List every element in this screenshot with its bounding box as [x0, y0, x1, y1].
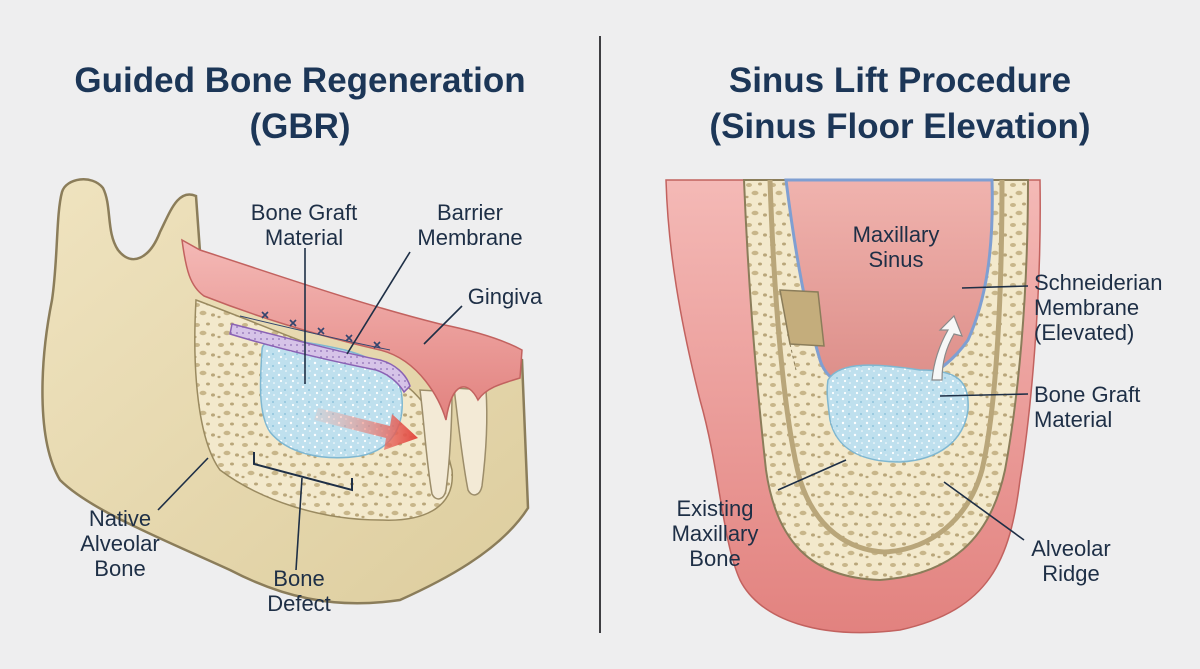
label-gbr-gingiva: Gingiva — [467, 284, 543, 309]
label-sinus-schneiderian-membrane: Schneiderian Membrane (Elevated) — [1034, 270, 1163, 345]
label-sinus-maxillary-sinus: Maxillary Sinus — [852, 222, 940, 272]
label-sinus-bone-graft-material: Bone Graft Material — [1034, 382, 1141, 432]
gbr-title: Guided Bone Regeneration (GBR) — [20, 58, 580, 150]
gbr-illustration — [41, 178, 530, 605]
sinus-title-line-2: (Sinus Floor Elevation) — [709, 107, 1091, 146]
sinus-elevation-arrow — [931, 314, 963, 381]
label-sinus-existing-maxillary-bone: Existing Maxillary Bone — [671, 496, 759, 571]
label-gbr-native-alveolar-bone: Native Alveolar Bone — [80, 506, 160, 581]
label-gbr-bone-defect: Bone Defect — [267, 566, 331, 616]
gbr-title-line-2: (GBR) — [249, 107, 351, 146]
gbr-title-line-1: Guided Bone Regeneration — [74, 61, 526, 100]
gbr-sutures — [239, 311, 391, 351]
sinus-title-line-1: Sinus Lift Procedure — [728, 61, 1072, 100]
sinus-illustration — [665, 178, 1041, 634]
sinus-cortical-line — [767, 179, 1005, 555]
gbr-gingiva-tissue — [181, 238, 523, 421]
gbr-leader-lines — [157, 248, 463, 571]
label-gbr-barrier-membrane: Barrier Membrane — [417, 200, 523, 250]
gbr-barrier-membrane — [229, 323, 411, 394]
label-gbr-bone-graft-material: Bone Graft Material — [250, 200, 358, 250]
sinus-lateral-window — [779, 289, 825, 347]
gbr-defect-bracket — [253, 452, 353, 492]
gbr-growth-arrow — [314, 408, 418, 450]
sinus-bone-graft — [826, 364, 969, 463]
sinus-leader-lines — [777, 285, 1029, 541]
sinus-title: Sinus Lift Procedure (Sinus Floor Elevat… — [620, 58, 1180, 150]
label-sinus-alveolar-ridge: Alveolar Ridge — [1031, 536, 1111, 586]
center-divider — [599, 36, 601, 633]
gbr-tooth-2 — [453, 387, 488, 496]
gbr-tooth-1 — [419, 389, 453, 500]
